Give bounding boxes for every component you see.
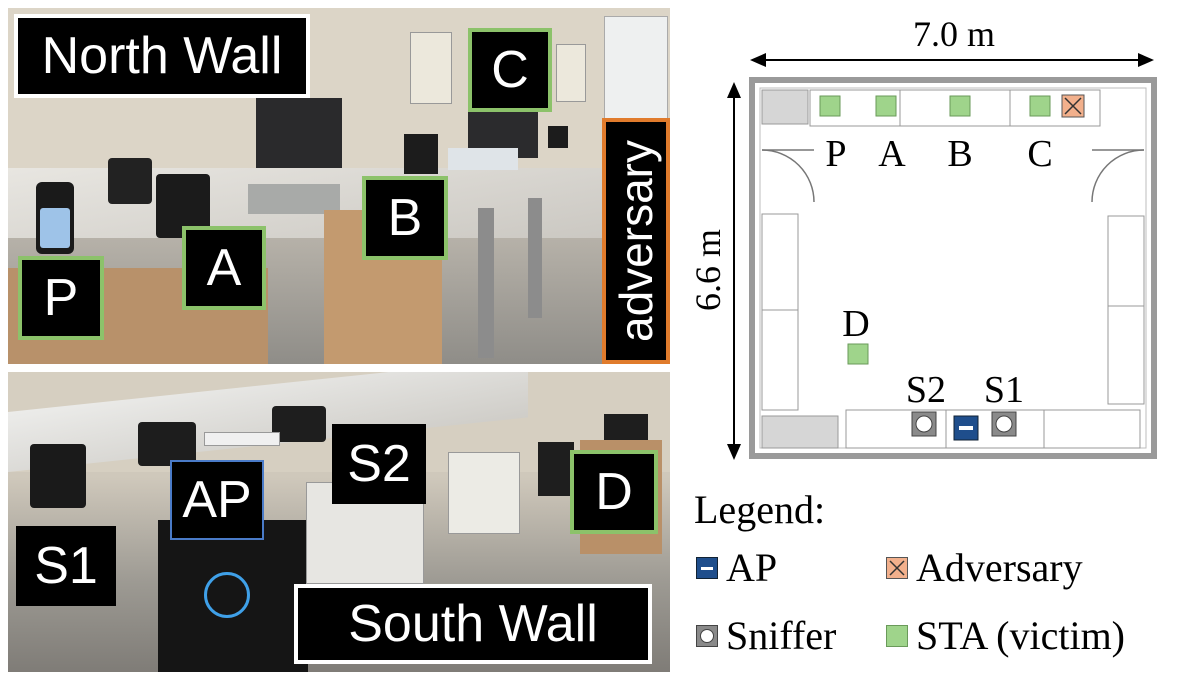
pc-case <box>448 452 520 534</box>
corner-block <box>761 89 809 125</box>
door-east <box>1091 149 1145 203</box>
legend-item-sniffer: Sniffer <box>696 612 836 659</box>
adversary-marker <box>1061 94 1085 118</box>
sta-icon <box>886 624 908 647</box>
equipment <box>248 184 340 214</box>
whiteboard <box>604 16 668 138</box>
router <box>30 444 86 508</box>
label-station-p: P <box>18 256 104 340</box>
wall-box <box>410 32 452 104</box>
corner-block <box>761 415 839 449</box>
station-d-label: D <box>842 303 869 345</box>
sniffer-s2-marker <box>911 411 937 437</box>
north-wall-title: North Wall <box>14 14 310 98</box>
label-ap: AP <box>170 460 264 540</box>
width-label: 7.0 m <box>913 14 995 54</box>
legend-item-sta: STA (victim) <box>886 612 1125 659</box>
door-west <box>761 149 815 203</box>
wall-box <box>556 44 586 102</box>
station-p-label: P <box>825 133 846 175</box>
station-d-marker <box>847 343 869 365</box>
sniffer-icon <box>696 624 718 647</box>
height-dimension <box>727 82 741 460</box>
station-a-marker <box>875 95 897 117</box>
sniffer-s1-label: S1 <box>984 369 1024 411</box>
sniffer-s2-label: S2 <box>906 369 946 411</box>
legend-title: Legend: <box>694 487 826 532</box>
ap-icon <box>696 556 718 579</box>
power-strip <box>204 432 280 446</box>
legend: Legend: AP Adversary Sniffer STA (victim… <box>694 478 1194 678</box>
router <box>138 422 196 466</box>
label-adversary-text: adversary <box>610 140 662 342</box>
pc-fan <box>204 572 250 618</box>
sniffer-s1-marker <box>991 411 1017 437</box>
station-p-marker <box>819 95 841 117</box>
west-desk <box>761 213 799 411</box>
station-b-marker <box>949 95 971 117</box>
station-c-marker <box>1029 95 1051 117</box>
label-sniffer-s1: S1 <box>16 526 116 606</box>
legend-sta-label: STA (victim) <box>916 613 1126 658</box>
width-dimension <box>750 53 1154 67</box>
label-station-d: D <box>570 450 658 534</box>
phone-screen <box>40 208 70 248</box>
label-sniffer-s2: S2 <box>332 424 426 504</box>
adversary-icon <box>886 556 908 579</box>
equipment <box>448 148 518 170</box>
ap-marker <box>953 415 979 441</box>
east-desk <box>1107 215 1145 405</box>
label-adversary: adversary <box>602 118 670 364</box>
legend-adversary-label: Adversary <box>916 545 1083 590</box>
label-station-a: A <box>182 226 266 310</box>
label-station-b: B <box>362 176 448 260</box>
height-label: 6.6 m <box>690 229 728 311</box>
legend-sniffer-label: Sniffer <box>726 613 837 658</box>
station-b-label: B <box>947 133 972 175</box>
south-wall-title: South Wall <box>294 584 652 664</box>
desk-leg <box>478 208 494 358</box>
legend-item-adversary: Adversary <box>886 544 1083 591</box>
floor-plan: 7.0 m 6.6 m P A <box>690 14 1157 460</box>
router <box>404 134 438 174</box>
north-wall-photo: North Wall C B A P adversary <box>8 8 670 364</box>
legend-item-ap: AP <box>696 544 777 591</box>
monitor <box>256 98 342 172</box>
router <box>548 126 568 148</box>
label-station-c: C <box>468 28 552 112</box>
router <box>108 158 152 204</box>
monitor <box>538 442 574 496</box>
legend-ap-label: AP <box>726 545 778 590</box>
station-a-label: A <box>878 133 906 175</box>
south-wall-photo: S2 AP D S1 South Wall <box>8 372 670 672</box>
router <box>272 406 326 442</box>
station-c-label: C <box>1027 133 1052 175</box>
desk-leg <box>528 198 542 318</box>
